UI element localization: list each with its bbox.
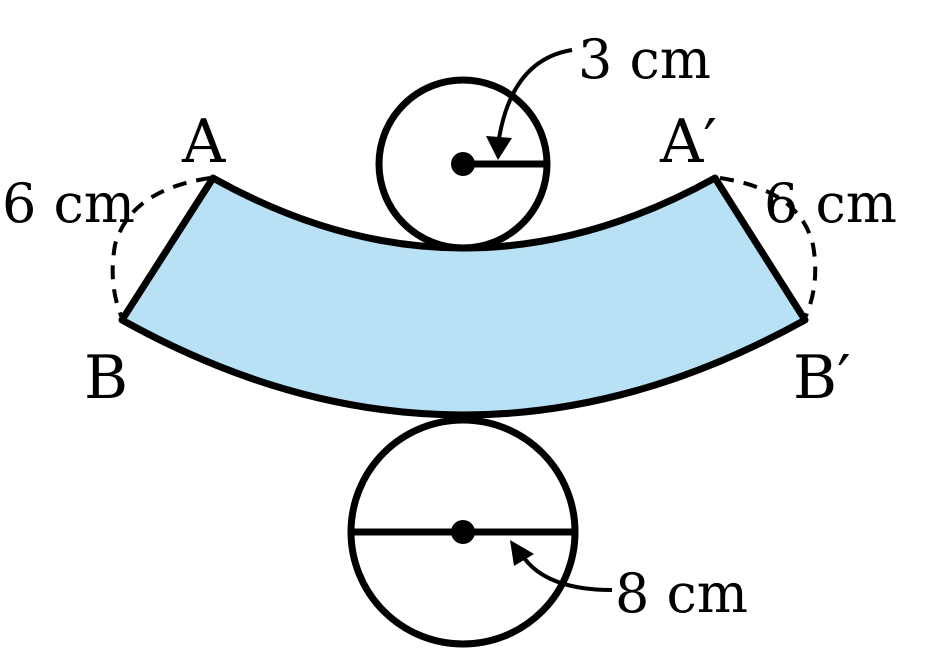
label-slant-left: 6 cm xyxy=(2,172,135,235)
radius-arrow xyxy=(496,48,573,146)
label-point-a-prime: A′ xyxy=(659,107,717,177)
radius-arrow-head xyxy=(486,136,512,160)
label-point-b-prime: B′ xyxy=(793,343,851,413)
small-center-dot xyxy=(451,152,475,176)
label-diameter-large: 8 cm xyxy=(615,562,748,625)
label-slant-right: 6 cm xyxy=(764,172,897,235)
label-radius-small: 3 cm xyxy=(578,28,711,91)
diameter-arrow-head xyxy=(510,540,534,566)
label-point-b: B xyxy=(84,343,128,413)
annular-sector xyxy=(118,174,809,419)
large-center-dot xyxy=(451,520,475,544)
diameter-arrow xyxy=(520,553,613,592)
slant-arc-left xyxy=(110,176,211,319)
slant-arc-right xyxy=(719,176,818,319)
label-point-a: A xyxy=(181,107,226,177)
